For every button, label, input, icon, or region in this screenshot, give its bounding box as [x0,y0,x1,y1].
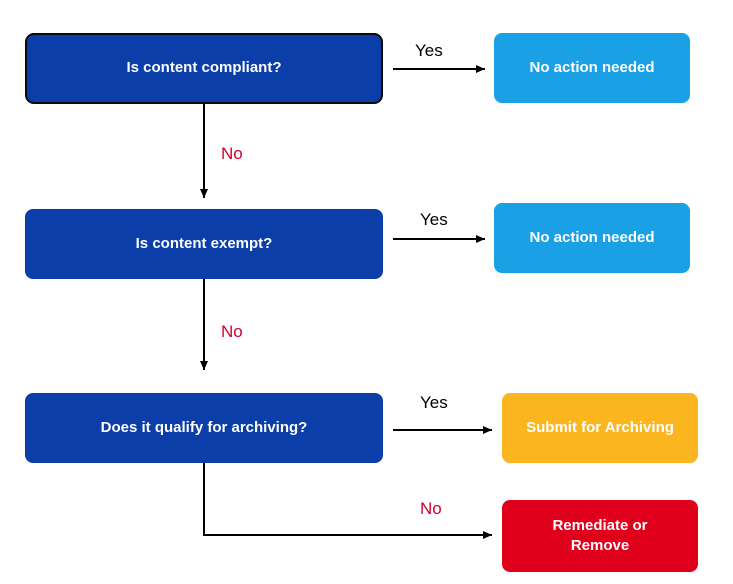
edge-label-no-2: No [221,322,243,341]
decision-content-exempt: Is content exempt? [25,209,383,279]
edge-label-yes-2: Yes [420,210,448,229]
decision-content-compliant: Is content compliant? [25,33,383,104]
outcome-remediate-remove-label: Remediate or Remove [552,516,648,554]
edge-label-yes-1: Yes [415,41,443,60]
decision-qualify-archiving: Does it qualify for archiving? [25,393,383,463]
outcome-no-action-2-label: No action needed [529,228,655,246]
outcome-remediate-remove: Remediate or Remove [502,500,698,572]
outcome-no-action-1-label: No action needed [529,58,655,76]
edge-label-no-1: No [221,144,243,163]
edge-label-yes-3: Yes [420,393,448,412]
outcome-no-action-2: No action needed [494,203,690,273]
decision-content-exempt-label: Is content exempt? [135,234,273,252]
outcome-submit-archiving: Submit for Archiving [502,393,698,463]
arrow-q3-no [203,463,492,539]
edge-label-no-3: No [420,499,442,518]
decision-content-compliant-label: Is content compliant? [126,59,282,77]
outcome-submit-archiving-label: Submit for Archiving [526,418,674,436]
outcome-no-action-1: No action needed [494,33,690,103]
decision-qualify-archiving-label: Does it qualify for archiving? [100,418,308,436]
